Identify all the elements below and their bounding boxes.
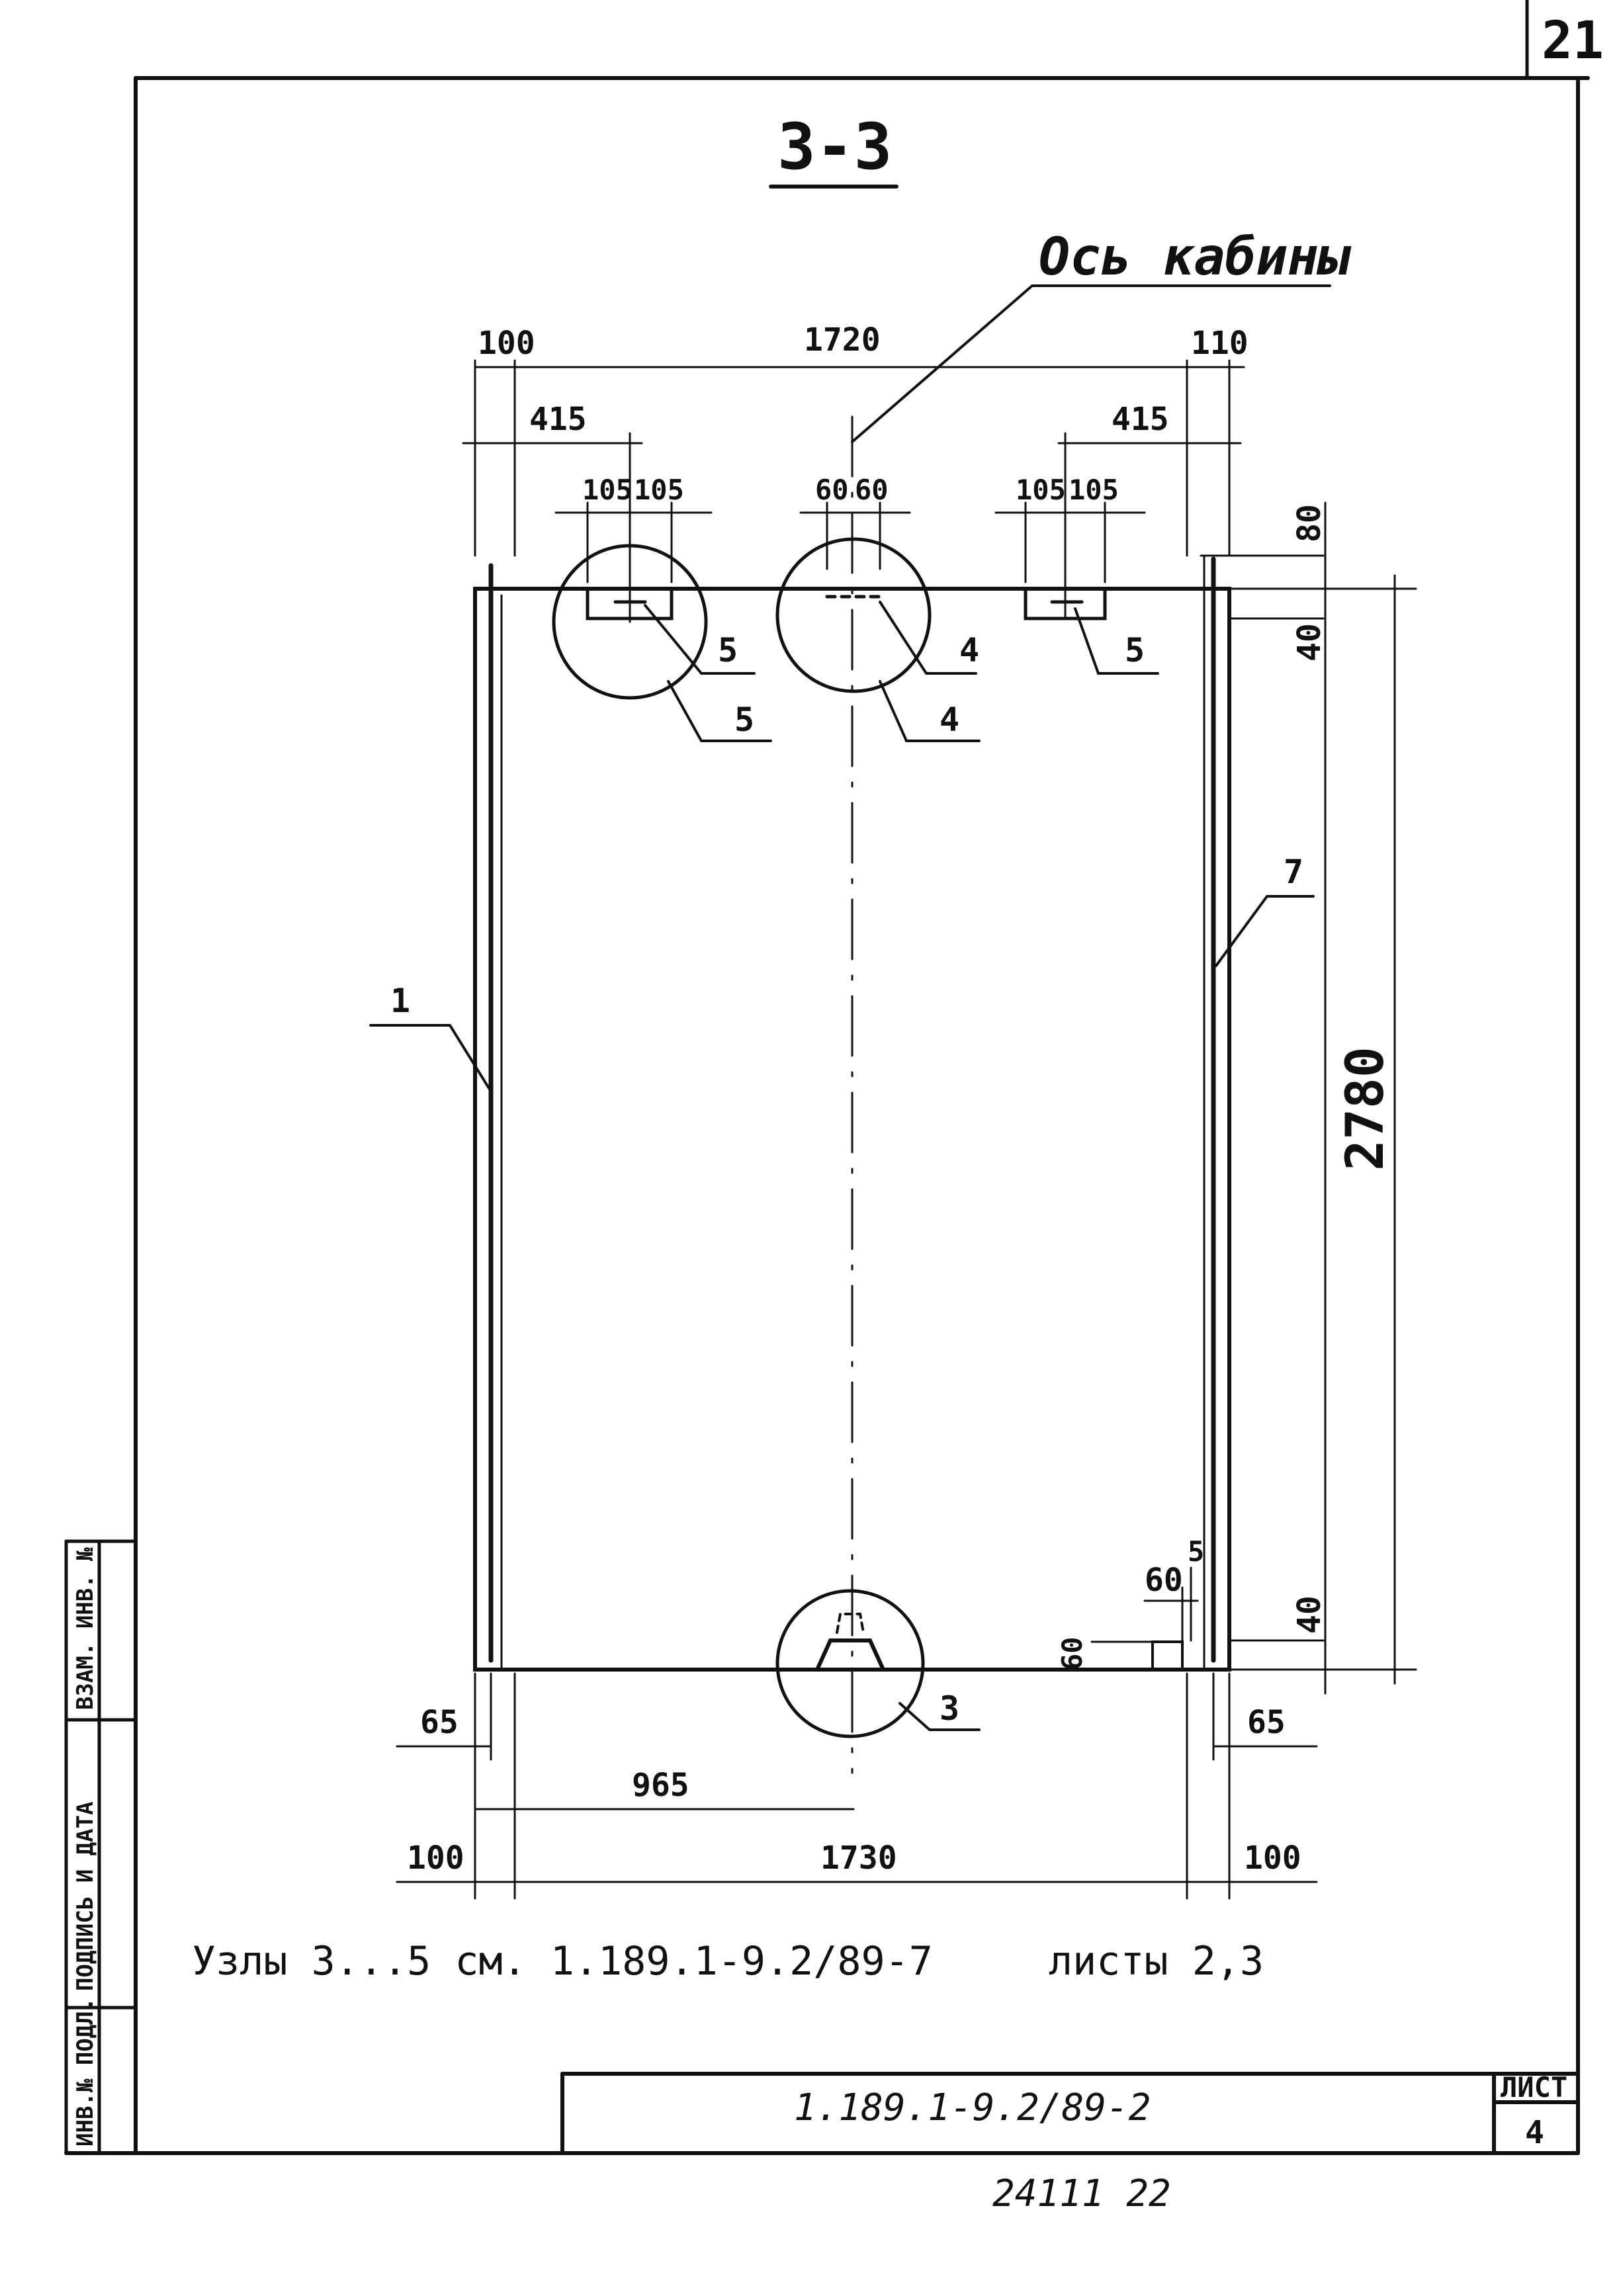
dim-bottom-100-right: 100 — [1244, 1840, 1301, 1877]
dim-detail-60v: 60 — [1056, 1637, 1088, 1670]
side-label-original: ИНВ.№ ПОДЛ. — [72, 1998, 99, 2147]
callout-leaders — [369, 601, 1315, 1731]
detail-block — [1151, 1640, 1184, 1671]
top-dimensions — [462, 359, 1245, 623]
axis-label: Ось кабины — [1039, 228, 1352, 287]
dim-right-40-bottom: 40 — [1291, 1595, 1328, 1634]
dim-right-80: 80 — [1291, 504, 1328, 542]
dim-105-d: 105 — [1069, 474, 1119, 506]
bottom-stamp: 24111 22 — [992, 2172, 1171, 2215]
bottom-dimensions — [396, 1566, 1318, 1900]
dim-bottom-1730: 1730 — [820, 1840, 897, 1877]
callout-4-outer: 4 — [940, 701, 959, 739]
right-dimensions — [1200, 501, 1417, 1695]
dim-60-b: 60 — [855, 474, 889, 506]
dim-415-left: 415 — [529, 401, 587, 438]
side-label-signature: ПОДПИСЬ И ДАТА — [72, 1801, 99, 1991]
dim-105-c: 105 — [1016, 474, 1066, 506]
note-left: Узлы 3...5 см. 1.189.1-9.2/89-7 — [192, 1938, 933, 1984]
dim-right-40-top: 40 — [1291, 623, 1328, 661]
dim-bottom-65-right: 65 — [1247, 1704, 1286, 1741]
page-number: 21 — [1542, 11, 1604, 71]
dim-top-mid: 1720 — [804, 321, 881, 359]
sheet-frame — [64, 0, 1590, 2155]
callout-4-inner: 4 — [959, 631, 979, 669]
node-3-circle — [775, 1589, 925, 1738]
dim-bottom-65-left: 65 — [420, 1704, 459, 1741]
dim-105-a: 105 — [582, 474, 633, 506]
dim-top-right: 110 — [1191, 325, 1249, 362]
side-label-replaced: ВЗАМ. ИНВ. № — [72, 1547, 99, 1710]
axis-leader — [851, 284, 1331, 443]
callout-3: 3 — [940, 1689, 959, 1728]
callout-1: 1 — [390, 982, 410, 1020]
dim-bottom-965: 965 — [632, 1767, 689, 1804]
doc-code: 1.189.1-9.2/89-2 — [794, 2086, 1151, 2129]
callout-7: 7 — [1284, 853, 1303, 891]
dim-detail-5: 5 — [1188, 1535, 1204, 1568]
sheet-number: 4 — [1525, 2114, 1544, 2151]
bottom-profile — [772, 1638, 928, 1672]
callout-5-inner: 5 — [718, 631, 738, 669]
side-stamp — [64, 1539, 138, 2155]
dim-detail-60: 60 — [1145, 1562, 1183, 1599]
dim-415-right: 415 — [1112, 401, 1169, 438]
callout-5-outer: 5 — [734, 701, 754, 739]
dim-height-2780: 2780 — [1336, 1046, 1395, 1171]
title-block — [560, 2072, 1580, 2155]
sheet-label: ЛИСТ — [1501, 2071, 1567, 2104]
dim-bottom-100-left: 100 — [407, 1840, 464, 1877]
section-title: 3-3 — [777, 110, 892, 184]
dim-top-left: 100 — [478, 325, 535, 362]
note-right: листы 2,3 — [1049, 1938, 1264, 1984]
node-4-circle — [775, 537, 932, 693]
dim-105-b: 105 — [634, 474, 684, 506]
dim-60-a: 60 — [815, 474, 849, 506]
callout-5-right: 5 — [1125, 631, 1145, 669]
